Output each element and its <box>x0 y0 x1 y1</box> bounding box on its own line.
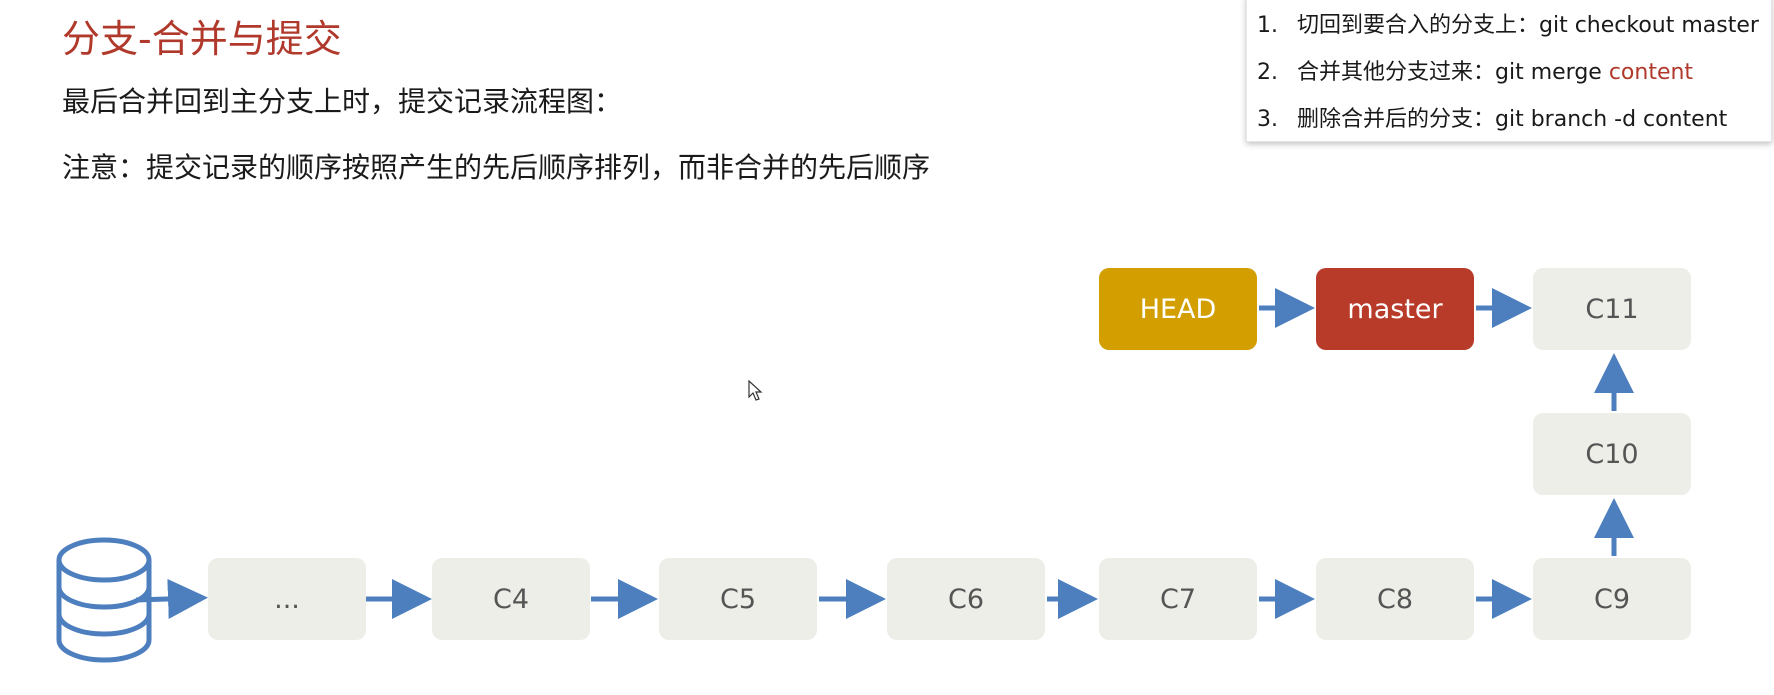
step-1-text: 切回到要合入的分支上：git checkout master <box>1297 13 1759 38</box>
step-1: 1. 切回到要合入的分支上：git checkout master <box>1257 7 1759 39</box>
step-3-number: 3. <box>1257 107 1278 132</box>
step-2-highlight: content <box>1608 60 1694 85</box>
commit-node-c11: C11 <box>1533 268 1691 350</box>
commit-node-c7: C7 <box>1099 558 1257 640</box>
step-2-number: 2. <box>1257 60 1278 85</box>
master-branch-node: master <box>1316 268 1474 350</box>
slide-subtitle: 最后合并回到主分支上时，提交记录流程图： <box>62 85 623 118</box>
step-2: 2. 合并其他分支过来：git merge content <box>1257 54 1693 86</box>
head-pointer-node: HEAD <box>1099 268 1257 350</box>
commit-node-ellipsis: ... <box>208 558 366 640</box>
step-3-text: 删除合并后的分支：git branch -d content <box>1297 107 1728 132</box>
database-icon <box>56 537 152 663</box>
slide-title: 分支-合并与提交 <box>62 17 342 61</box>
commit-node-c5: C5 <box>659 558 817 640</box>
commit-node-c6: C6 <box>887 558 1045 640</box>
steps-panel: 1. 切回到要合入的分支上：git checkout master 2. 合并其他分… <box>1246 0 1772 142</box>
commit-node-c9: C9 <box>1533 558 1691 640</box>
commit-node-c4: C4 <box>432 558 590 640</box>
slide-note: 注意：提交记录的顺序按照产生的先后顺序排列，而非合并的先后顺序 <box>62 151 931 184</box>
step-3: 3. 删除合并后的分支：git branch -d content <box>1257 101 1727 133</box>
commit-node-c10: C10 <box>1533 413 1691 495</box>
commit-node-c8: C8 <box>1316 558 1474 640</box>
step-2-text: 合并其他分支过来：git merge <box>1297 60 1609 85</box>
arrow-db-to-ellipsis <box>135 578 208 619</box>
mouse-cursor-icon <box>748 380 763 401</box>
step-1-number: 1. <box>1257 13 1278 38</box>
